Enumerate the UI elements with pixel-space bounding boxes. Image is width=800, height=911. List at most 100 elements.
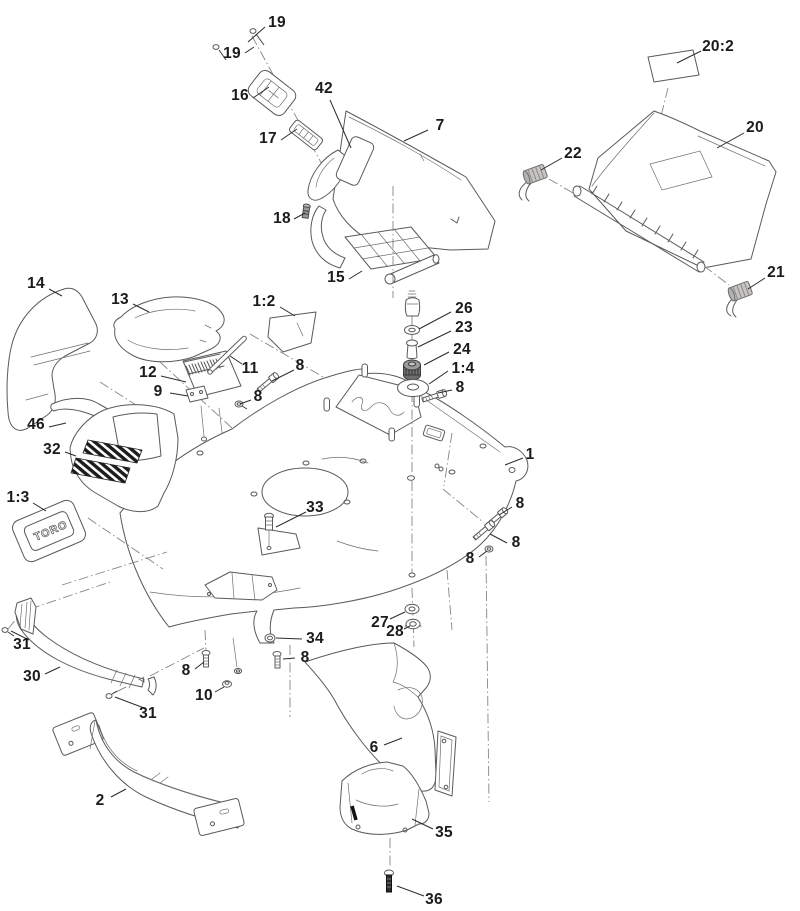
diagram-line	[347, 768, 420, 826]
part-20-hinge-bar	[572, 185, 706, 273]
nut-8	[484, 545, 494, 553]
diagram-line	[127, 308, 212, 350]
leader-line-31	[489, 533, 508, 544]
leader-line-13	[132, 303, 150, 313]
part-28-nut	[404, 618, 422, 630]
diagram-line	[105, 693, 113, 699]
leader-line-33	[10, 630, 30, 641]
leader-line-10	[747, 277, 766, 290]
diagram-line	[207, 592, 211, 596]
leader-line-29	[498, 506, 513, 516]
diagram-line	[473, 532, 482, 540]
diagram-line	[257, 384, 266, 392]
diagram-line	[548, 178, 730, 286]
diagram-line	[488, 520, 496, 528]
chute-slot-frame	[434, 730, 457, 797]
part-1-4-washer	[397, 379, 429, 397]
leader-line-32	[478, 550, 488, 558]
screw-31-b	[105, 690, 118, 699]
discharge-chute-assembly	[264, 603, 457, 893]
diagram-line	[408, 327, 416, 333]
diagram-line	[387, 878, 391, 888]
front-console: TORO	[12, 397, 179, 563]
diagram-line	[351, 396, 405, 416]
diagram-line	[298, 127, 314, 143]
diagram-line	[250, 491, 258, 497]
diagram-line	[61, 432, 490, 803]
leader-line-36	[275, 637, 303, 640]
diagram-line	[402, 827, 408, 833]
diagram-line	[182, 350, 242, 398]
leader-lines	[10, 26, 766, 897]
mower-deck	[61, 290, 529, 803]
diagram-line	[185, 385, 209, 403]
diagram-line	[697, 135, 766, 167]
diagram-line	[265, 520, 273, 547]
diagram-line	[268, 583, 272, 587]
diagram-line	[591, 185, 699, 259]
part-20-cover	[588, 110, 777, 269]
deck-slot	[422, 424, 446, 442]
diagram-line	[409, 621, 417, 627]
diagram-line	[296, 322, 304, 337]
vent-band	[82, 439, 143, 464]
leader-line-11	[348, 270, 363, 280]
leader-line-34	[389, 611, 406, 620]
diagram-line	[407, 290, 417, 298]
diagram-line	[89, 720, 234, 806]
diagram-line	[404, 623, 422, 628]
leader-line-41	[114, 696, 145, 709]
diagram-line	[249, 28, 257, 34]
diagram-line	[335, 136, 375, 186]
leader-line-0	[247, 26, 266, 43]
diagram-line	[1, 627, 9, 633]
diagram-line	[426, 428, 442, 438]
leader-line-30	[275, 511, 307, 528]
diagram-line	[25, 342, 91, 401]
leader-line-42	[383, 737, 403, 746]
diagram-line	[732, 282, 750, 300]
diagram-line	[443, 784, 449, 790]
diagram-line	[393, 687, 423, 720]
diagram-line	[348, 116, 462, 181]
part-26-stack-cap	[404, 290, 421, 317]
leader-line-35	[403, 625, 411, 630]
diagram-line	[7, 631, 15, 637]
leader-line-27	[504, 457, 524, 466]
diagram-line	[355, 824, 361, 830]
diagram-line	[234, 400, 244, 408]
diagram-line	[232, 637, 238, 668]
diagram-line	[406, 339, 418, 347]
deck-center-hole	[261, 467, 349, 517]
diagram-line	[19, 600, 32, 631]
part-13-cover	[113, 296, 225, 363]
diagram-line	[696, 261, 706, 273]
part-36-bolt	[384, 869, 394, 893]
deck-pocket	[204, 571, 278, 601]
diagram-line	[249, 333, 331, 382]
leader-line-38	[44, 666, 61, 675]
screw-19-b	[212, 44, 227, 61]
diagram-line	[301, 206, 311, 219]
diagram-line	[256, 78, 288, 108]
diagram-line	[438, 466, 444, 472]
part-27-washer	[404, 603, 420, 615]
diagram-line	[110, 669, 136, 689]
arrow-mark	[450, 216, 460, 224]
diagram-line	[190, 392, 194, 396]
diagram-line	[14, 597, 37, 635]
part-6-chute	[304, 642, 437, 792]
vent-band	[70, 457, 131, 484]
leader-line-16	[417, 330, 452, 348]
diagram-line	[339, 761, 430, 835]
leader-line-12	[48, 288, 63, 297]
diagram-line	[71, 725, 80, 732]
bolt-8	[256, 372, 280, 393]
diagram-line	[274, 658, 281, 666]
part-1-2-plate	[267, 311, 317, 353]
deck-holes	[196, 443, 516, 578]
standoff-peg	[388, 427, 395, 442]
diagram-line	[573, 185, 705, 273]
part-15-chute-tray	[310, 205, 440, 285]
